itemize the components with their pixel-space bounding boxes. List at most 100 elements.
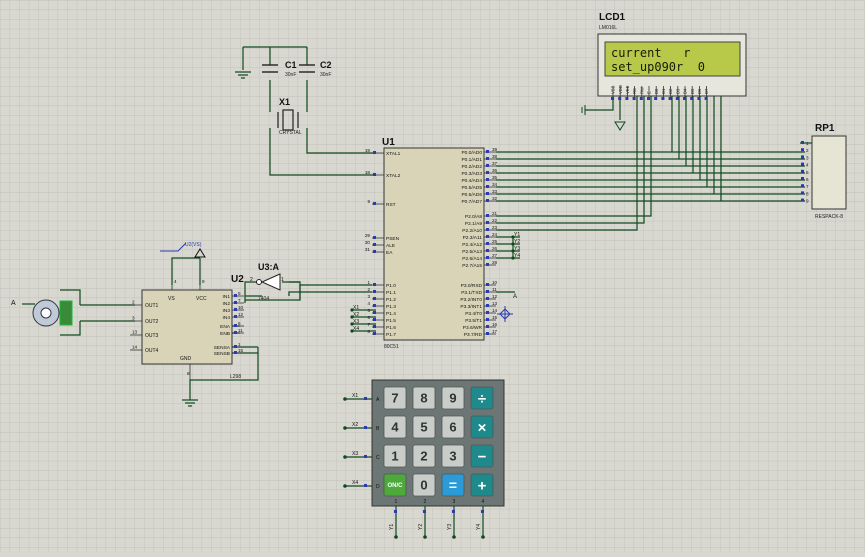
u1-pin[interactable] [486,185,489,188]
u1-pin[interactable] [486,199,489,202]
u1-pin[interactable] [373,318,376,321]
u1-pin[interactable] [373,236,376,239]
keypad-col-pin[interactable] [481,510,484,513]
u1-pin[interactable] [373,290,376,293]
u1-pin[interactable] [486,325,489,328]
u1-pin[interactable] [486,256,489,259]
keypad-key[interactable]: 4 [383,415,407,439]
rp1-pin[interactable] [801,155,804,159]
keypad-key[interactable]: 3 [441,444,465,468]
u1-pin[interactable] [373,325,376,328]
u1-pin[interactable] [486,150,489,153]
keypad-key[interactable]: 5 [412,415,436,439]
lcd-pin[interactable] [661,97,665,100]
mcu-u1[interactable]: U1 80C51 19XTAL118XTAL29RST29PSEN30ALE31… [365,137,498,350]
u2-pin[interactable] [234,308,237,311]
u1-pin[interactable] [486,263,489,266]
u1-pin[interactable] [486,164,489,167]
lcd-pin[interactable] [683,97,686,100]
lcd-pin[interactable] [632,97,636,100]
keypad-key[interactable]: 2 [412,444,436,468]
lcd-pin[interactable] [690,97,694,100]
keypad-key[interactable]: 8 [412,386,436,410]
rp1-pin[interactable] [801,141,804,144]
u2-pin[interactable] [234,324,237,327]
u1-pin[interactable] [486,290,489,293]
u2-pin[interactable] [234,351,237,354]
u1-pin[interactable] [486,192,489,195]
u1-pin[interactable] [373,243,376,246]
lcd-pin[interactable] [618,97,622,100]
u2-pin[interactable] [234,331,237,334]
keypad-col-pin[interactable] [452,510,455,513]
keypad-key[interactable]: + [470,473,494,497]
rp1-pin[interactable] [801,177,804,180]
u1-pin[interactable] [373,304,376,307]
u1-pin[interactable] [373,250,376,253]
u1-pin[interactable] [373,297,376,300]
keypad-key[interactable]: − [470,444,494,468]
u1-pin[interactable] [486,221,489,224]
rp1-pin[interactable] [801,191,804,195]
u2-pin[interactable] [234,315,237,318]
lcd-pin[interactable] [675,97,679,100]
capacitor-c1[interactable] [262,64,278,73]
lcd-pin[interactable] [697,97,701,100]
u1-pin[interactable] [373,173,376,176]
keypad-key[interactable]: 1 [383,444,407,468]
keypad-row-pin[interactable] [364,397,367,400]
inverter-u3[interactable]: U3:A 7404 1 2 [250,262,284,302]
rp1-pin[interactable] [801,184,804,188]
keypad-key[interactable]: 0 [412,473,436,497]
keypad-row-pin[interactable] [364,484,367,487]
keypad-key[interactable]: = [441,473,465,497]
u1-pin[interactable] [486,304,489,307]
u1-pin[interactable] [486,283,489,286]
lcd-pin[interactable] [625,97,629,100]
u2-pin[interactable] [234,294,237,297]
keypad-key[interactable]: ON/C [383,473,407,497]
lcd-pin[interactable] [668,97,672,100]
keypad-key[interactable]: ÷ [470,386,494,410]
lcd-pin[interactable] [704,97,708,100]
u1-pin[interactable] [486,249,489,252]
u1-pin[interactable] [486,242,489,245]
keypad-key[interactable]: × [470,415,494,439]
lcd-pin[interactable] [611,97,614,100]
u1-pin[interactable] [486,332,489,335]
u1-pin[interactable] [486,228,489,231]
rp1-pin[interactable] [801,162,804,166]
keypad-row-pin[interactable] [364,455,367,458]
keypad-key[interactable]: 7 [383,386,407,410]
u1-pin[interactable] [373,283,376,286]
u1-pin[interactable] [373,202,376,205]
crystal-x1[interactable] [277,109,299,131]
u1-pin[interactable] [373,151,376,154]
keypad-key[interactable]: 6 [441,415,465,439]
u1-pin[interactable] [486,171,489,174]
keypad-col-pin[interactable] [394,510,397,513]
stepper-motor[interactable]: A [11,299,73,327]
rp1-pin[interactable] [801,148,804,152]
u2-pin[interactable] [234,301,237,304]
rp1-pin[interactable] [801,169,804,173]
capacitor-c2[interactable] [299,64,315,73]
keypad-row-pin[interactable] [364,426,367,429]
rp1-pin[interactable] [801,198,804,202]
lcd-pin[interactable] [647,97,650,100]
u1-pin[interactable] [486,297,489,300]
u1-pin[interactable] [486,318,489,321]
u1-pin[interactable] [486,178,489,181]
u1-pin[interactable] [486,235,489,238]
u1-pin[interactable] [373,332,376,335]
u2-pin[interactable] [234,345,237,348]
lcd-pin[interactable] [654,97,658,100]
u1-pin[interactable] [373,311,376,314]
keypad-col-pin[interactable] [423,510,426,513]
keypad-key[interactable]: 9 [441,386,465,410]
